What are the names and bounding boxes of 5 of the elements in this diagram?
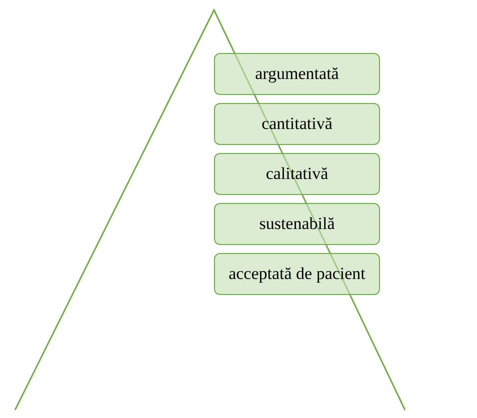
level-label: sustenabilă — [259, 213, 335, 236]
level-label: acceptată de pacient — [228, 263, 366, 286]
level-label: cantitativă — [262, 113, 332, 136]
level-label: argumentată — [255, 63, 339, 86]
level-label: calitativă — [266, 163, 328, 186]
